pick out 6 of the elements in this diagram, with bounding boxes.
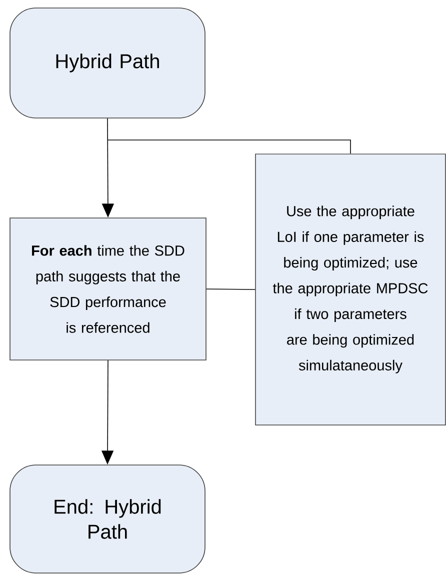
process-box: Use the appropriate LoI if one parameter is being optimized; use the appropriate MPDSC if two parameters are being optimized simulataneously [255,154,446,426]
connector-line [108,140,351,154]
connector-line [206,288,256,290]
terminal-box: Hybrid Path [10,8,206,118]
terminal-box: End: Hybrid Path [10,464,206,574]
process-box: For each time the SDD path suggests that the SDD performance is referenced [10,218,206,360]
